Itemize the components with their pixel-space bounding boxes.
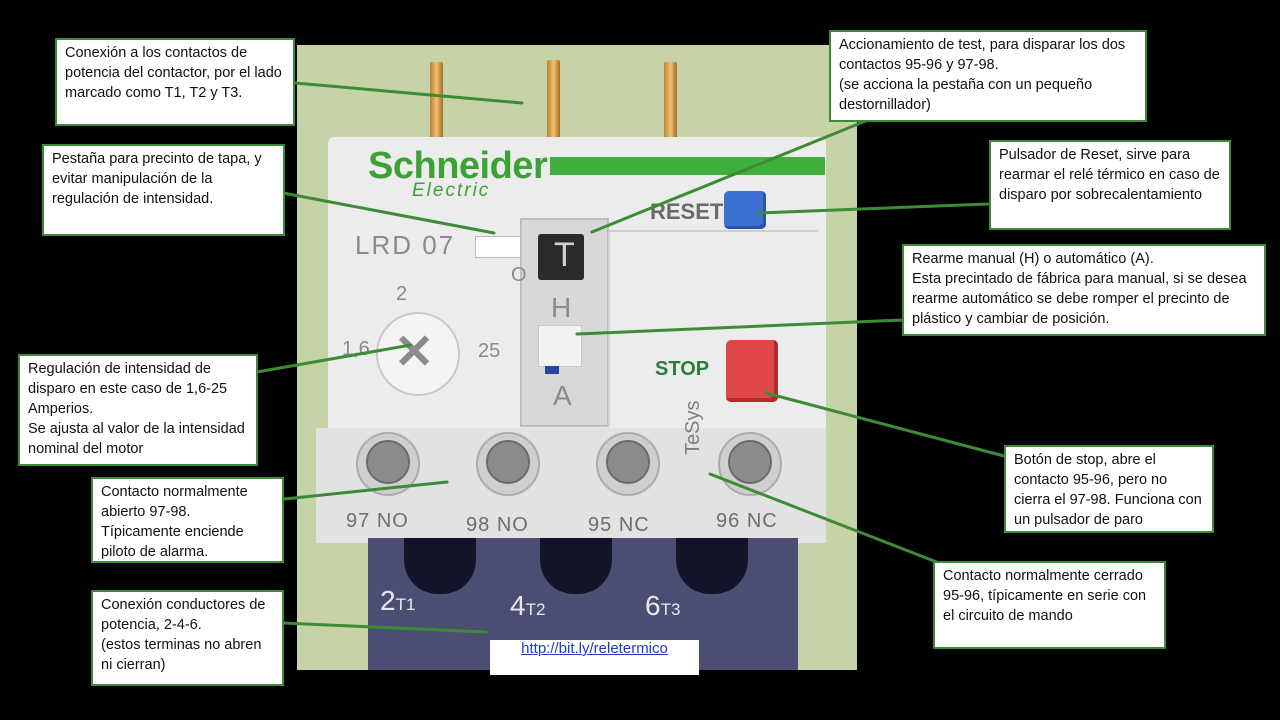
terminal-98-number: 98 <box>466 514 491 536</box>
terminal-95-number: 95 <box>588 514 613 536</box>
auto-mode-letter: A <box>553 380 572 411</box>
terminal-95-type: NC <box>618 514 650 536</box>
callout-test-actuator: Accionamiento de test, para disparar los… <box>829 30 1147 122</box>
callout-nc-contact: Contacto normalmente cerrado 95-96, típi… <box>933 561 1166 649</box>
power-terminal-2-number: 2 <box>380 585 396 616</box>
terminal-96-type: NC <box>746 510 778 532</box>
power-terminal-hole-2 <box>540 538 612 594</box>
callout-power-contacts: Conexión a los contactos de potencia del… <box>55 38 295 126</box>
terminal-97-label: 97 NO <box>346 510 409 533</box>
manual-mode-letter: H <box>551 292 572 323</box>
model-label: LRD 07 <box>355 230 456 260</box>
brand-green-bar <box>550 157 825 175</box>
stop-button <box>726 340 778 402</box>
contactor-pin-3 <box>664 62 677 140</box>
reset-mode-slider <box>538 325 582 367</box>
callout-reset-mode: Rearme manual (H) o automático (A). Esta… <box>902 244 1266 336</box>
reset-button <box>724 191 766 229</box>
callout-stop-button: Botón de stop, abre el contacto 95-96, p… <box>1004 445 1214 533</box>
terminal-98-type: NO <box>496 514 529 536</box>
terminal-96-number: 96 <box>716 510 741 532</box>
power-terminal-hole-1 <box>404 538 476 594</box>
terminal-96-screw <box>728 440 772 484</box>
brand-logo-sub: Electric <box>412 180 491 201</box>
test-letter: T <box>554 236 575 274</box>
dial-scale-max: 25 <box>478 340 501 362</box>
dial-screw-icon: ✕ <box>394 326 435 379</box>
power-terminal-2t1: 2T1 <box>380 585 415 617</box>
tesys-label: TeSys <box>682 400 704 455</box>
contactor-pin-1 <box>430 62 443 142</box>
contactor-pin-2 <box>547 60 560 142</box>
slider-blue-mark <box>545 366 559 374</box>
seal-tab <box>475 236 525 258</box>
panel-divider <box>608 230 818 232</box>
power-terminal-2-name: T1 <box>395 595 416 614</box>
power-terminal-6t3: 6T3 <box>645 590 680 622</box>
callout-power-conductors: Conexión conductores de potencia, 2-4-6.… <box>91 590 284 686</box>
off-letter: O <box>511 264 527 286</box>
terminal-96-label: 96 NC <box>716 510 778 533</box>
brand-logo-name: Schneider <box>368 145 548 187</box>
callout-no-contact: Contacto normalmente abierto 97-98. Típi… <box>91 477 284 563</box>
terminal-97-type: NO <box>376 510 409 532</box>
relay-info-link[interactable]: http://bit.ly/reletermico <box>521 640 668 657</box>
terminal-97-number: 97 <box>346 510 371 532</box>
callout-current-setting: Regulación de intensidad de disparo en e… <box>18 354 258 466</box>
power-terminal-4-name: T2 <box>525 600 546 619</box>
terminal-95-screw <box>606 440 650 484</box>
terminal-98-label: 98 NO <box>466 514 529 537</box>
stop-label: STOP <box>655 358 710 380</box>
test-button-box <box>538 234 584 280</box>
terminal-98-screw <box>486 440 530 484</box>
link-box: http://bit.ly/reletermico <box>490 640 699 675</box>
power-terminal-6-name: T3 <box>660 600 681 619</box>
dial-scale-mid: 2 <box>396 283 408 305</box>
control-panel <box>608 232 820 427</box>
callout-reset-button: Pulsador de Reset, sirve para rearmar el… <box>989 140 1231 230</box>
power-terminal-6-number: 6 <box>645 590 661 621</box>
dial-scale-min: 1,6 <box>342 338 370 360</box>
power-terminal-4t2: 4T2 <box>510 590 545 622</box>
power-terminal-4-number: 4 <box>510 590 526 621</box>
terminal-97-screw <box>366 440 410 484</box>
reset-label: RESET <box>650 199 724 224</box>
terminal-95-label: 95 NC <box>588 514 650 537</box>
callout-seal-tab: Pestaña para precinto de tapa, y evitar … <box>42 144 285 236</box>
